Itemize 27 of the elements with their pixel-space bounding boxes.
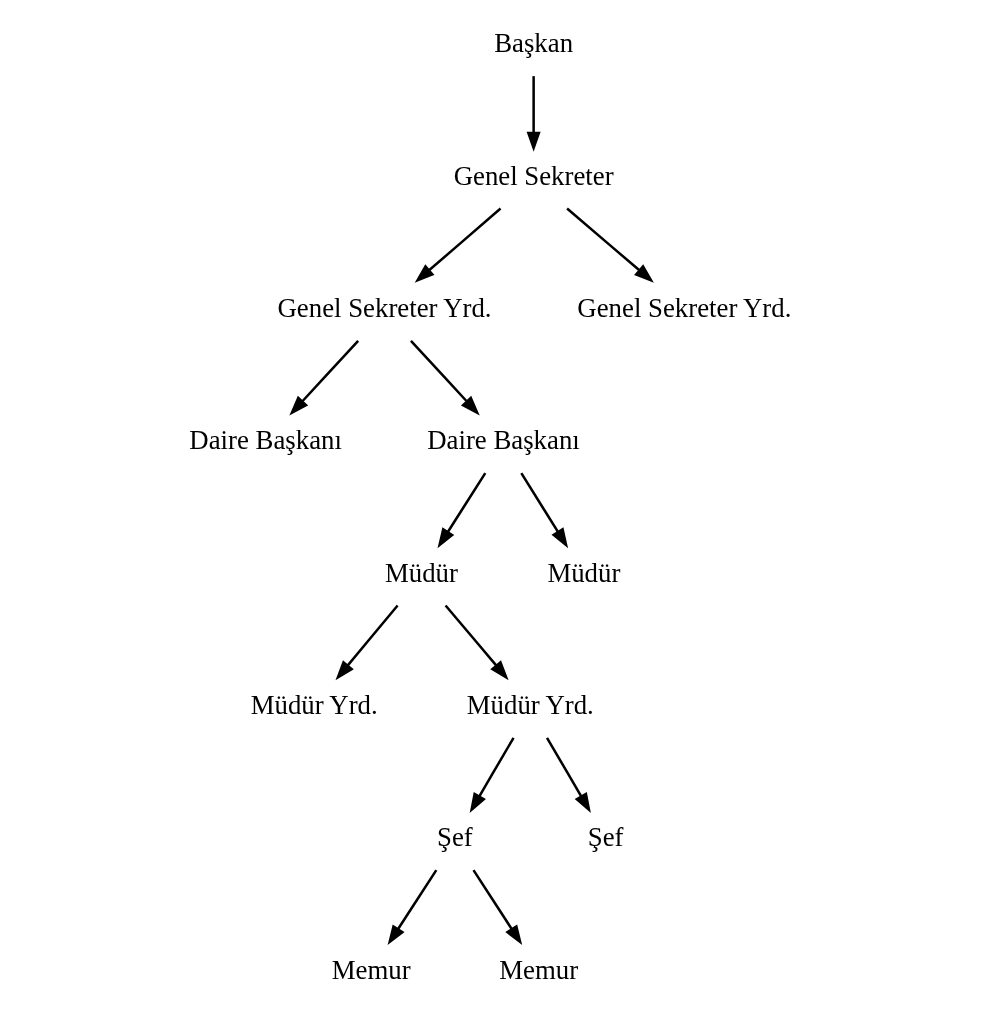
node-text: Genel Sekreter Yrd. bbox=[277, 292, 492, 323]
node-text: Müdür bbox=[547, 557, 621, 588]
arrow bbox=[545, 736, 591, 813]
arrow bbox=[410, 339, 480, 415]
arrow bbox=[387, 868, 438, 945]
node-text: Memur bbox=[331, 954, 411, 985]
arrow bbox=[444, 604, 509, 680]
node-text: Şef bbox=[437, 821, 473, 852]
node-text: Daire Başkanı bbox=[427, 424, 580, 455]
node-text: Şef bbox=[587, 821, 624, 852]
arrow bbox=[469, 736, 515, 813]
arrow bbox=[414, 207, 502, 283]
node-text: Başkan bbox=[494, 27, 574, 58]
node-text: Müdür Yrd. bbox=[250, 689, 378, 720]
arrow bbox=[335, 604, 399, 680]
node-text: Müdür bbox=[384, 557, 458, 588]
node-text: Memur bbox=[499, 954, 579, 985]
node-text: Genel Sekreter Yrd. bbox=[577, 292, 792, 323]
arrow bbox=[437, 471, 487, 548]
arrow bbox=[289, 339, 360, 415]
node-text: Müdür Yrd. bbox=[466, 689, 594, 720]
node-text: Daire Başkanı bbox=[189, 424, 342, 455]
arrow bbox=[566, 207, 654, 283]
arrow bbox=[520, 471, 569, 548]
arrow bbox=[526, 75, 541, 152]
arrow bbox=[472, 868, 523, 945]
node-text: Genel Sekreter bbox=[453, 160, 614, 191]
